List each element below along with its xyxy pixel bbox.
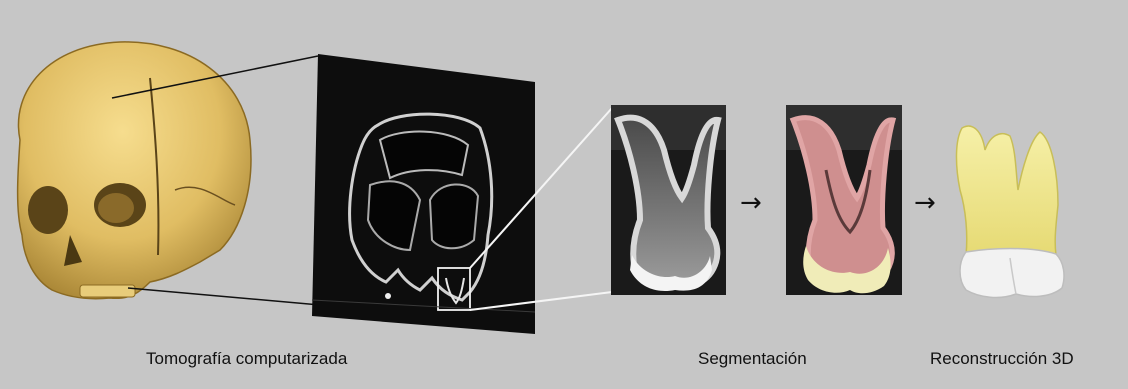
arrow-2: → xyxy=(914,188,936,218)
leader-line-bottom xyxy=(128,288,320,305)
tooth-crop-grayscale xyxy=(611,105,726,295)
ct-slice-image xyxy=(312,54,535,334)
caption-reconstruction: Reconstrucción 3D xyxy=(930,349,1074,369)
caption-segmentation: Segmentación xyxy=(698,349,807,369)
arrow-1: → xyxy=(740,188,762,218)
caption-ct: Tomografía computarizada xyxy=(146,349,347,369)
tooth-3d-model xyxy=(956,126,1064,297)
skull-3d-render xyxy=(18,42,251,299)
tooth-crop-segmented xyxy=(786,105,902,295)
eye-socket-left xyxy=(28,186,68,234)
